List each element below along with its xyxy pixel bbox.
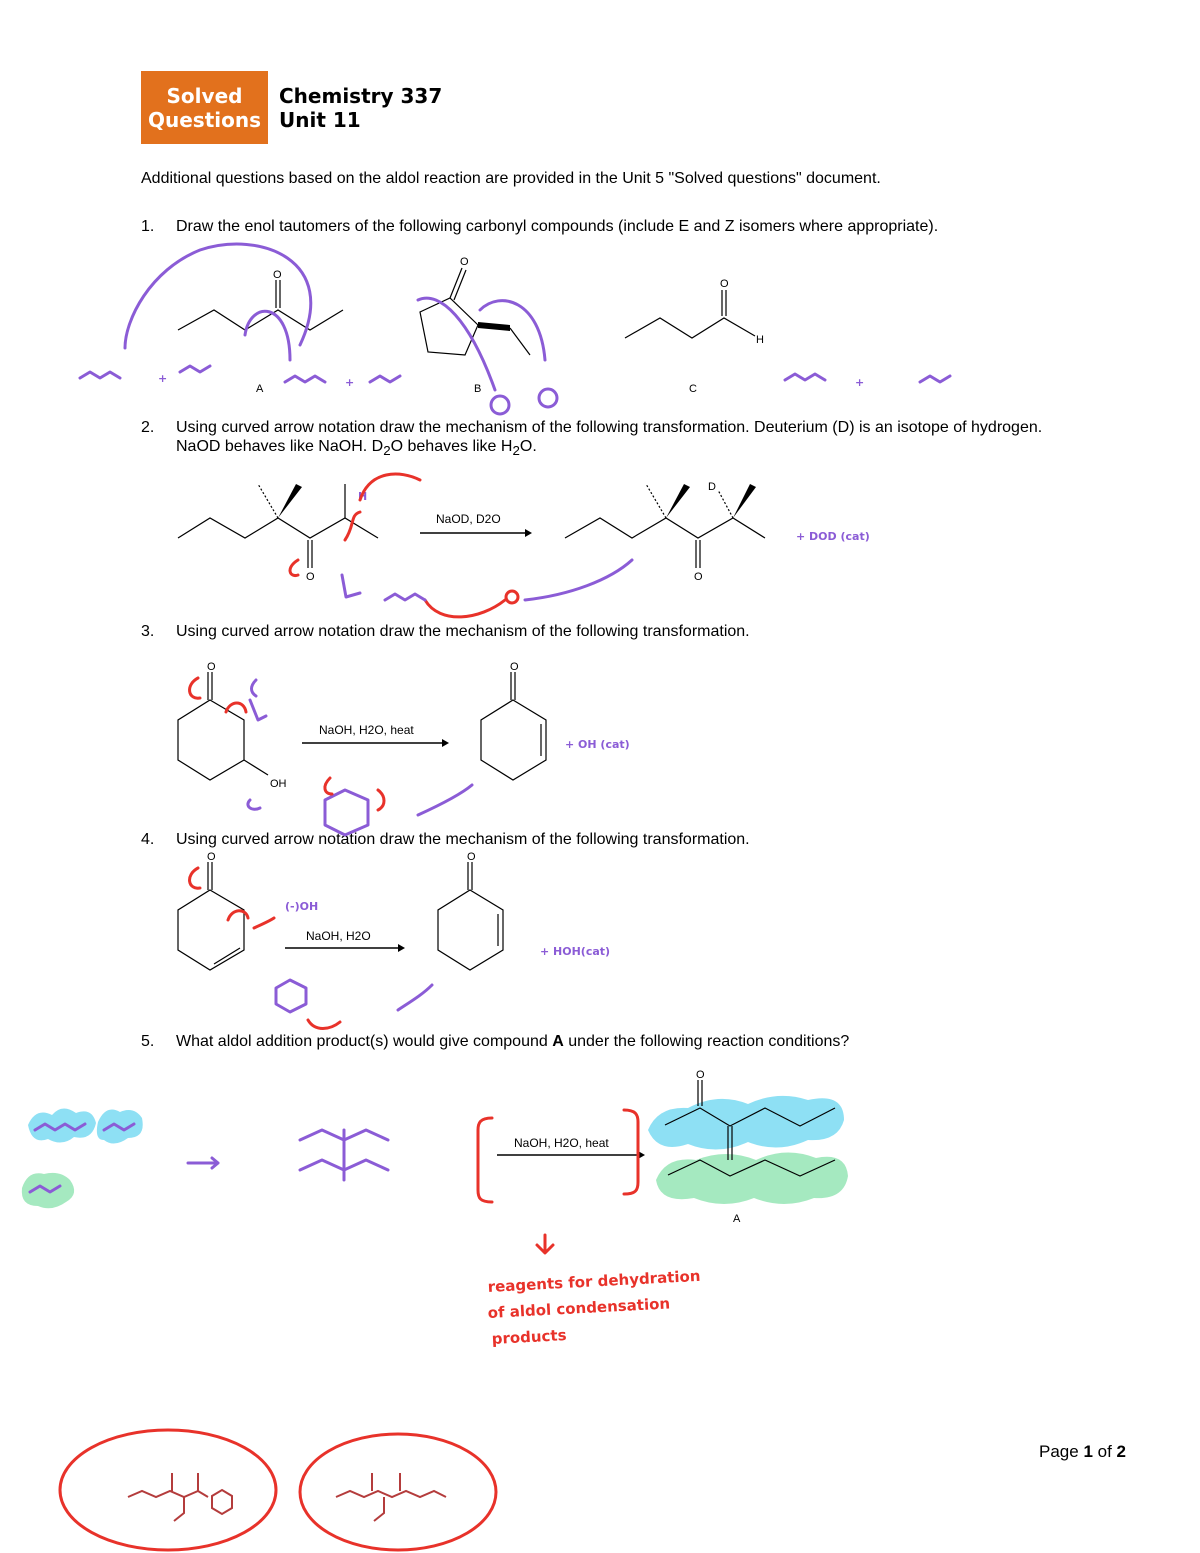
svg-text:of aldol condensation: of aldol condensation xyxy=(487,1294,670,1322)
question-2: 2. Using curved arrow notation draw the … xyxy=(141,418,1081,460)
svg-text:D: D xyxy=(708,481,716,493)
question-3: 3. Using curved arrow notation draw the … xyxy=(141,622,1081,641)
question-text: Draw the enol tautomers of the following… xyxy=(176,218,939,235)
label-b: B xyxy=(474,383,481,395)
course-unit: Unit 11 xyxy=(279,108,361,132)
q3-reactant: O OH xyxy=(177,661,287,790)
svg-text:products: products xyxy=(491,1326,567,1348)
question-number: 4. xyxy=(141,831,155,848)
label-a: A xyxy=(256,383,264,395)
svg-text:NaOH, H2O: NaOH, H2O xyxy=(306,929,371,943)
q3-byproduct: + OH (cat) xyxy=(565,738,630,751)
svg-text:O: O xyxy=(306,571,315,583)
course-title: Chemistry 337 Unit 11 xyxy=(279,84,442,132)
q5-compound-a: O A xyxy=(664,1069,836,1225)
badge-line-2: Questions xyxy=(147,107,261,132)
svg-text:O: O xyxy=(467,851,476,863)
q4-reaction-arrow: NaOH, H2O xyxy=(285,929,405,952)
question-number: 2. xyxy=(141,419,155,436)
q2-byproduct: + DOD (cat) xyxy=(796,530,870,543)
svg-text:+: + xyxy=(345,376,354,389)
svg-text:O: O xyxy=(720,278,729,290)
svg-text:OH: OH xyxy=(270,778,287,790)
svg-text:O: O xyxy=(207,661,216,673)
svg-text:O: O xyxy=(696,1069,705,1081)
question-text: Using curved arrow notation draw the mec… xyxy=(176,419,1043,459)
circled-structure-1 xyxy=(58,1428,278,1552)
q2-annotations: + DOD (cat) xyxy=(288,472,870,619)
question-number: 1. xyxy=(141,218,155,235)
q1-aldehyde-c: O H C xyxy=(624,278,764,395)
question-text: Using curved arrow notation draw the mec… xyxy=(176,623,750,640)
q1-ketone-b: O B xyxy=(419,256,531,395)
question-1: 1. Draw the enol tautomers of the follow… xyxy=(141,217,1081,236)
q5-highlights xyxy=(21,1095,848,1209)
svg-text:O: O xyxy=(460,256,469,268)
q5-handwritten-note: reagents for dehydration of aldol conden… xyxy=(487,1267,701,1348)
q1-ketone-a: O A xyxy=(177,269,344,395)
question-text: Using curved arrow notation draw the mec… xyxy=(176,831,750,848)
label-a: A xyxy=(733,1213,741,1225)
q4-product: O xyxy=(437,851,504,971)
svg-text:NaOD, D2O: NaOD, D2O xyxy=(436,512,501,526)
question-number: 3. xyxy=(141,623,155,640)
svg-text:+: + xyxy=(158,372,167,385)
svg-text:reagents for dehydration: reagents for dehydration xyxy=(487,1267,701,1296)
question-4: 4. Using curved arrow notation draw the … xyxy=(141,830,1081,849)
badge-line-1: Solved xyxy=(166,83,243,108)
question-text: What aldol addition product(s) would giv… xyxy=(176,1033,850,1050)
q4-byproduct: + HOH(cat) xyxy=(540,945,610,958)
q5-annotations xyxy=(28,1122,555,1255)
q3-product: O xyxy=(480,661,547,781)
svg-text:O: O xyxy=(694,571,703,583)
svg-text:O: O xyxy=(273,269,282,281)
course-name: Chemistry 337 xyxy=(279,84,443,108)
q4-annotations: (-)OH + HOH(cat) xyxy=(188,866,610,1030)
q4-reactant: O xyxy=(177,851,245,971)
q5-reaction-arrow: NaOH, H2O, heat xyxy=(476,1108,645,1204)
svg-text:+: + xyxy=(855,376,864,389)
svg-text:H: H xyxy=(756,334,764,346)
q3-annotations: + OH (cat) xyxy=(188,676,630,837)
q2-product: O D xyxy=(564,481,766,583)
question-5: 5. What aldol addition product(s) would … xyxy=(141,1032,1081,1051)
circled-structure-2 xyxy=(298,1432,498,1552)
q1-purple-annotations: + + + xyxy=(78,242,952,416)
question-number: 5. xyxy=(141,1033,155,1050)
svg-text:(-)OH: (-)OH xyxy=(285,900,318,913)
q3-reaction-arrow: NaOH, H2O, heat xyxy=(302,723,449,747)
intro-paragraph: Additional questions based on the aldol … xyxy=(141,170,881,187)
svg-text:O: O xyxy=(207,851,216,863)
q2-reaction-arrow: NaOD, D2O xyxy=(420,512,532,537)
svg-text:NaOH, H2O, heat: NaOH, H2O, heat xyxy=(514,1136,609,1150)
solved-questions-badge: Solved Questions xyxy=(141,71,268,144)
svg-text:NaOH, H2O, heat: NaOH, H2O, heat xyxy=(319,723,414,737)
svg-text:O: O xyxy=(510,661,519,673)
page-number: Page 1 of 2 xyxy=(1039,1442,1126,1461)
label-c: C xyxy=(689,383,697,395)
